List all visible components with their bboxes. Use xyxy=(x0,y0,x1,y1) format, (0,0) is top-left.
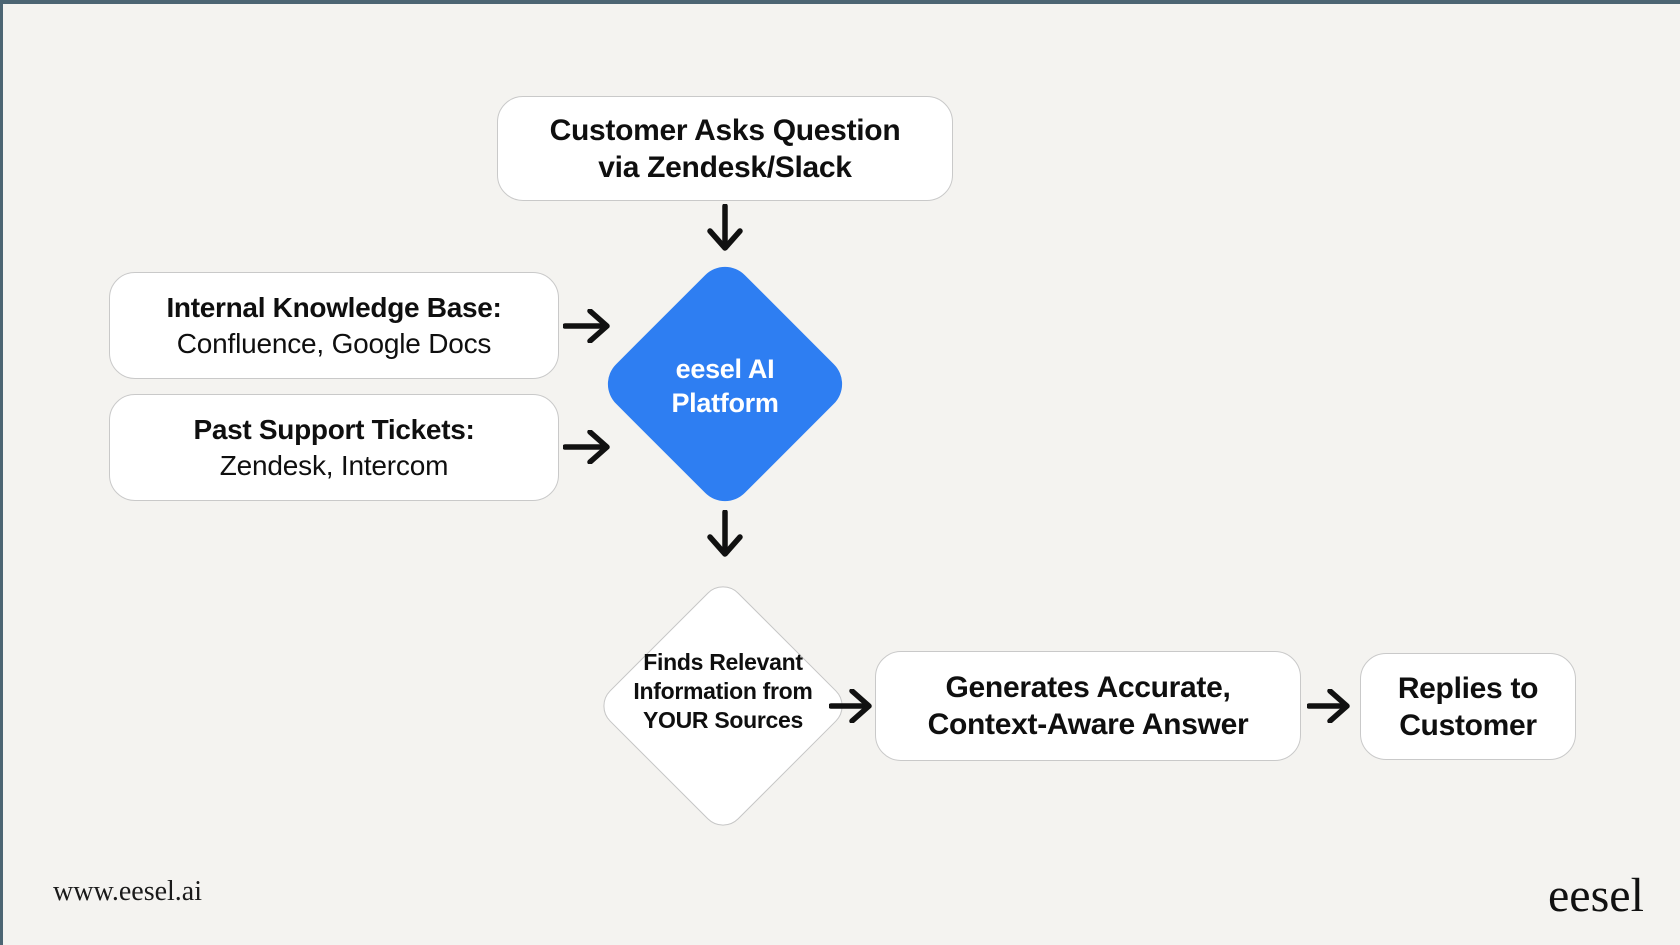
node-subtitle: Zendesk, Intercom xyxy=(219,449,449,481)
node-text-line: Customer xyxy=(1399,708,1537,742)
arrow-right-icon xyxy=(1307,689,1350,723)
arrow-right-icon xyxy=(563,430,610,464)
arrow-down-icon xyxy=(707,204,743,251)
node-past-support-tickets: Past Support Tickets: Zendesk, Intercom xyxy=(109,394,559,501)
node-subtitle: Confluence, Google Docs xyxy=(176,327,492,359)
node-eesel-ai-platform-label: eesel AI Platform xyxy=(625,352,825,420)
node-title: Internal Knowledge Base: xyxy=(166,291,502,323)
node-text-line: Information from xyxy=(633,678,813,704)
node-title: Past Support Tickets: xyxy=(193,413,475,445)
node-generates-answer: Generates Accurate, Context-Aware Answer xyxy=(875,651,1301,761)
node-internal-knowledge-base: Internal Knowledge Base: Confluence, Goo… xyxy=(109,272,559,379)
node-text-line: Customer Asks Question xyxy=(549,113,901,147)
arrow-down-icon xyxy=(707,510,743,557)
node-text-line: YOUR Sources xyxy=(642,707,803,733)
arrow-right-icon xyxy=(829,689,872,723)
node-text-line: Platform xyxy=(671,388,779,418)
node-finds-relevant-information-label: Finds Relevant Information from YOUR Sou… xyxy=(613,648,833,735)
eesel-logo: eesel xyxy=(1548,869,1644,922)
website-url: www.eesel.ai xyxy=(53,876,203,907)
node-replies-to-customer: Replies to Customer xyxy=(1360,653,1576,760)
node-text-line: via Zendesk/Slack xyxy=(598,150,852,184)
arrow-right-icon xyxy=(563,309,610,343)
node-text-line: Finds Relevant xyxy=(643,649,803,675)
node-customer-question: Customer Asks Question via Zendesk/Slack xyxy=(497,96,953,201)
node-text-line: eesel AI xyxy=(675,354,775,384)
node-text-line: Context-Aware Answer xyxy=(927,708,1249,741)
node-text-line: Replies to xyxy=(1397,671,1539,705)
node-text-line: Generates Accurate, xyxy=(945,671,1231,704)
